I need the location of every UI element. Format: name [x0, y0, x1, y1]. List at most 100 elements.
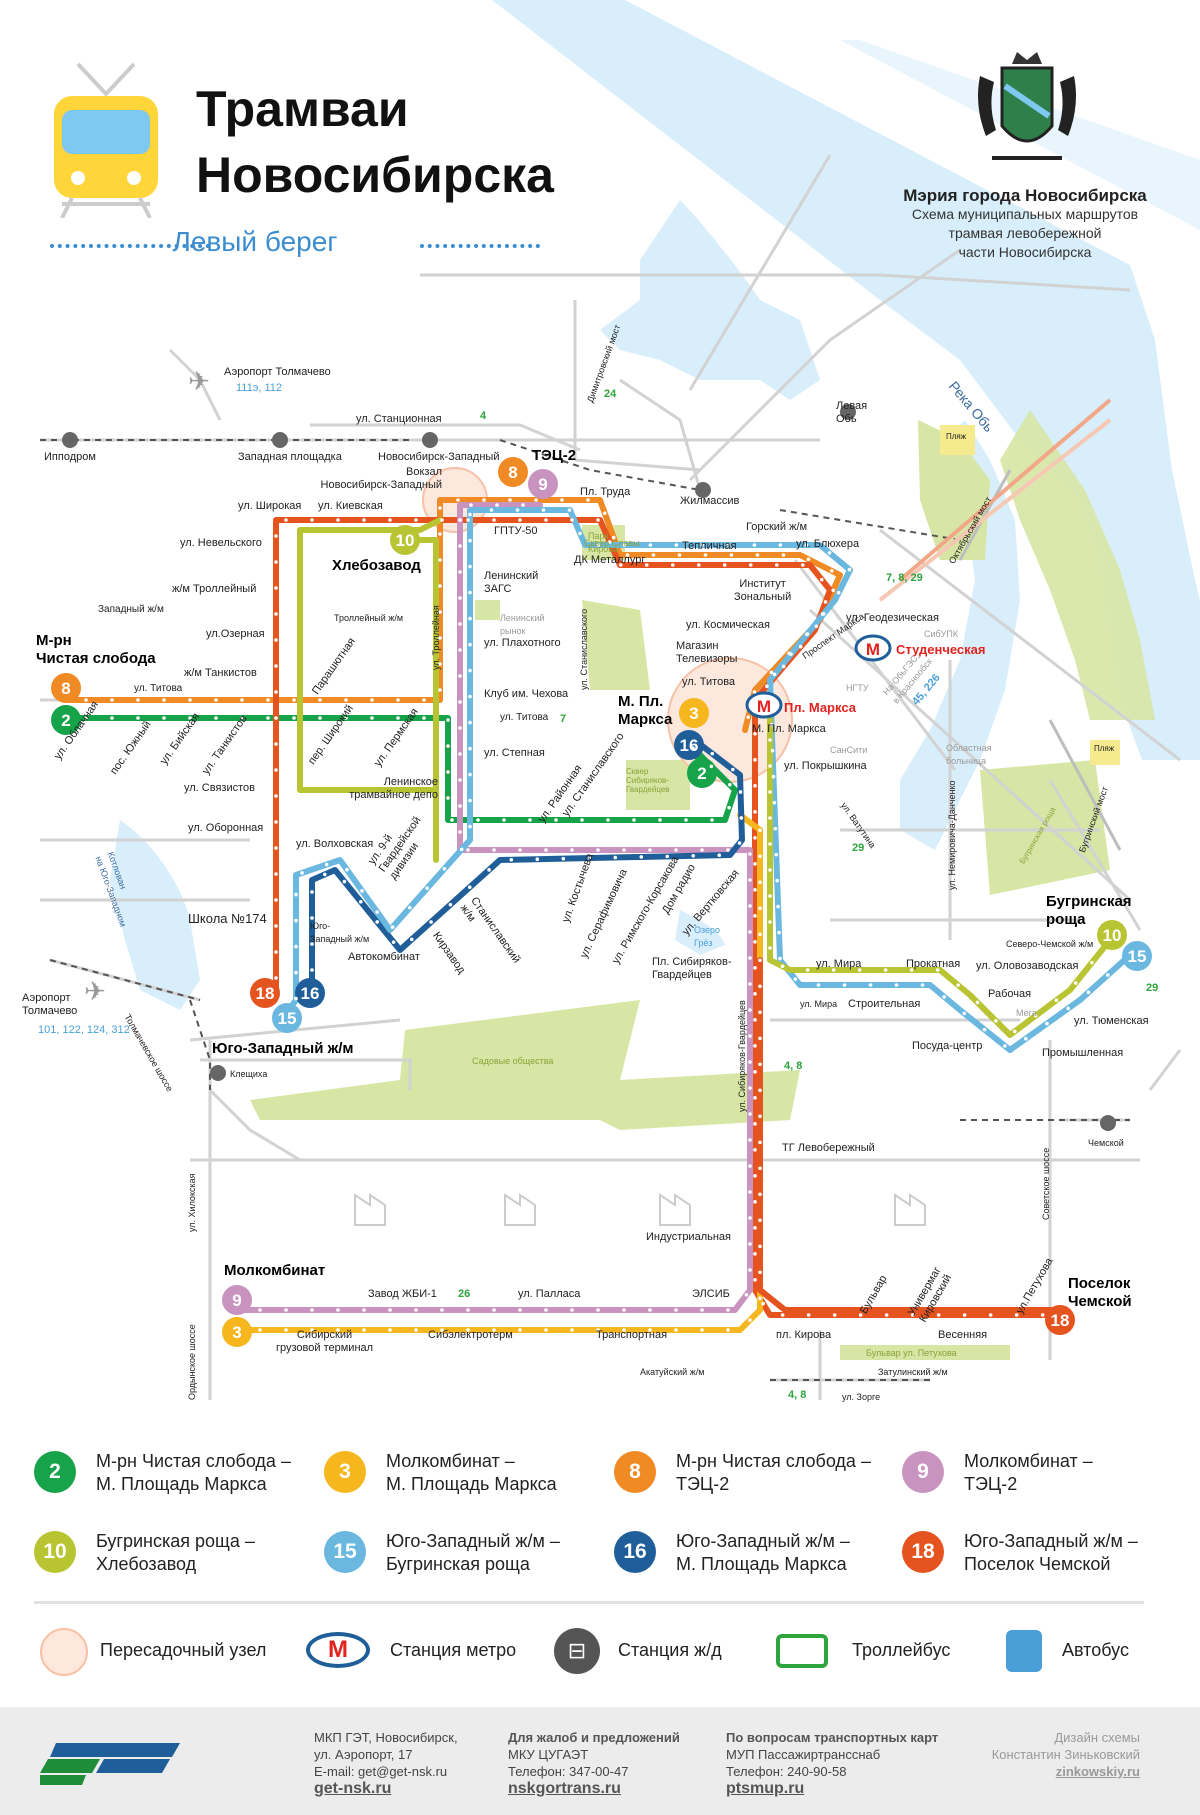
- stop-dot: [748, 956, 752, 960]
- stop-dot: [414, 1308, 418, 1312]
- stop-dot: [768, 790, 772, 794]
- stop-dot: [458, 830, 462, 834]
- route-from: М-рн Чистая слобода –: [676, 1451, 871, 1471]
- stop-dot: [622, 1328, 626, 1332]
- footer-heading: По вопросам транспортных карт: [726, 1730, 939, 1745]
- stop-dot: [596, 848, 600, 852]
- stop-label: Юго- Западный ж/м: [310, 921, 370, 944]
- stop-dot: [956, 983, 960, 987]
- stop-dot: [425, 886, 429, 891]
- stop-dot: [800, 563, 805, 567]
- stop-dot: [710, 818, 714, 822]
- footer-heading: Для жалоб и предложений: [508, 1730, 680, 1745]
- stop-dot: [458, 518, 462, 522]
- stop-dot: [726, 543, 731, 547]
- stop-dot: [778, 543, 783, 547]
- stop-dot: [274, 612, 278, 616]
- stop-dot: [274, 742, 278, 746]
- stop-dot: [466, 1308, 470, 1312]
- route-description: Юго-Западный ж/м –Бугринская роща: [386, 1530, 560, 1576]
- stop-dot: [700, 543, 705, 547]
- stop-label: ул. Немировича-Данченко: [947, 780, 957, 890]
- stop-label: Магазин Телевизоры: [676, 640, 738, 665]
- stop-dot: [482, 498, 486, 502]
- stop-dot: [648, 1308, 652, 1312]
- footer-link[interactable]: ptsmup.ru: [726, 1780, 805, 1797]
- stop-label: ул. Геодезическая: [846, 612, 939, 624]
- trolley-routes: 4, 8: [788, 1389, 807, 1401]
- stop-dot: [274, 534, 278, 538]
- stop-dot: [1024, 1036, 1028, 1041]
- stop-dot: [758, 984, 762, 989]
- stop-dot: [446, 744, 450, 748]
- stop-dot: [829, 569, 834, 573]
- footer-text: E-mail: get@get-nsk.ru: [314, 1764, 448, 1779]
- stop-label: Сибирский грузовой терминал: [276, 1329, 374, 1354]
- route-description: Бугринская роща –Хлебозавод: [96, 1530, 255, 1576]
- stop-dot: [761, 1301, 765, 1306]
- stop-dot: [982, 1027, 987, 1032]
- stop-dot: [753, 1252, 757, 1256]
- stop-label: Озеро Грёз: [694, 925, 721, 948]
- stop-label: ул. Космическая: [686, 619, 770, 631]
- stop-dot: [266, 698, 270, 702]
- footer-link[interactable]: get-nsk.ru: [314, 1780, 392, 1797]
- stop-label: Затулинский ж/м: [878, 1367, 948, 1377]
- stop-dot: [1066, 1006, 1070, 1011]
- footer-link[interactable]: zinkowskiy.ru: [1055, 1764, 1140, 1779]
- tram-logo: [48, 58, 164, 219]
- bus-routes: 101, 122, 124, 312: [38, 1024, 130, 1036]
- page-title: Трамваи: [196, 81, 409, 137]
- stop-label: Акатуйский ж/м: [640, 1367, 705, 1377]
- stop-dot: [336, 518, 340, 522]
- stop-dot: [648, 848, 652, 852]
- stop-label: ж/м Танкистов: [184, 667, 257, 679]
- stop-label: СанСити: [830, 745, 868, 755]
- footer-col: По вопросам транспортных карт МУП Пассаж…: [726, 1729, 938, 1797]
- route-number-badge: 16: [614, 1531, 656, 1573]
- stop-dot: [753, 940, 757, 944]
- stop-label: Аэропорт Толмачево: [22, 992, 78, 1017]
- footer-link[interactable]: nskgortrans.ru: [508, 1780, 621, 1797]
- stop-dot: [753, 836, 757, 840]
- stop-dot: [560, 498, 564, 502]
- footer-col: Для жалоб и предложений МКУ ЦУГАЭТ Телеф…: [508, 1729, 680, 1797]
- stop-label: ул. Оловозаводская: [976, 960, 1079, 972]
- stop-dot: [753, 1226, 757, 1230]
- stop-dot: [370, 698, 374, 702]
- stop-dot: [466, 1328, 470, 1332]
- stop-dot: [324, 862, 329, 867]
- stop-dot: [534, 498, 538, 502]
- stop-dot: [188, 698, 192, 702]
- stop-label: Сибэлектротерм: [428, 1329, 513, 1341]
- stop-dot: [446, 718, 450, 722]
- stop-dot: [442, 866, 447, 871]
- legend-label: Троллейбус: [852, 1640, 951, 1660]
- stop-label: Весенняя: [938, 1329, 988, 1341]
- org-line: трамвая левобережной: [948, 225, 1102, 241]
- stop-label: Жилмассив: [680, 495, 740, 507]
- airplane-icon: ✈: [84, 976, 106, 1006]
- stop-dot: [414, 518, 418, 522]
- stop-label: ул. Сибиряков-Гвардейцев: [737, 1000, 747, 1112]
- stop-dot: [362, 1308, 366, 1312]
- stop-dot: [894, 983, 899, 987]
- stop-dot: [832, 1313, 837, 1317]
- stop-dot: [722, 563, 727, 567]
- stop-dot: [1014, 1313, 1019, 1317]
- route-to: М. Площадь Маркса: [96, 1474, 267, 1494]
- stop-dot: [292, 716, 296, 720]
- stop-dot: [438, 636, 442, 640]
- stop-label: ЭЛСИБ: [692, 1288, 730, 1300]
- stop-dot: [758, 958, 762, 963]
- divider: [34, 1601, 1144, 1604]
- stop-dot: [446, 770, 450, 774]
- stop-dot: [726, 1328, 730, 1332]
- stop-dot: [1013, 1029, 1017, 1034]
- stop-dot: [515, 508, 520, 512]
- trolley-routes: 29: [1146, 982, 1159, 994]
- stop-dot: [570, 848, 574, 852]
- metro-label: Студенческая: [896, 642, 986, 657]
- stop-dot: [388, 1308, 392, 1312]
